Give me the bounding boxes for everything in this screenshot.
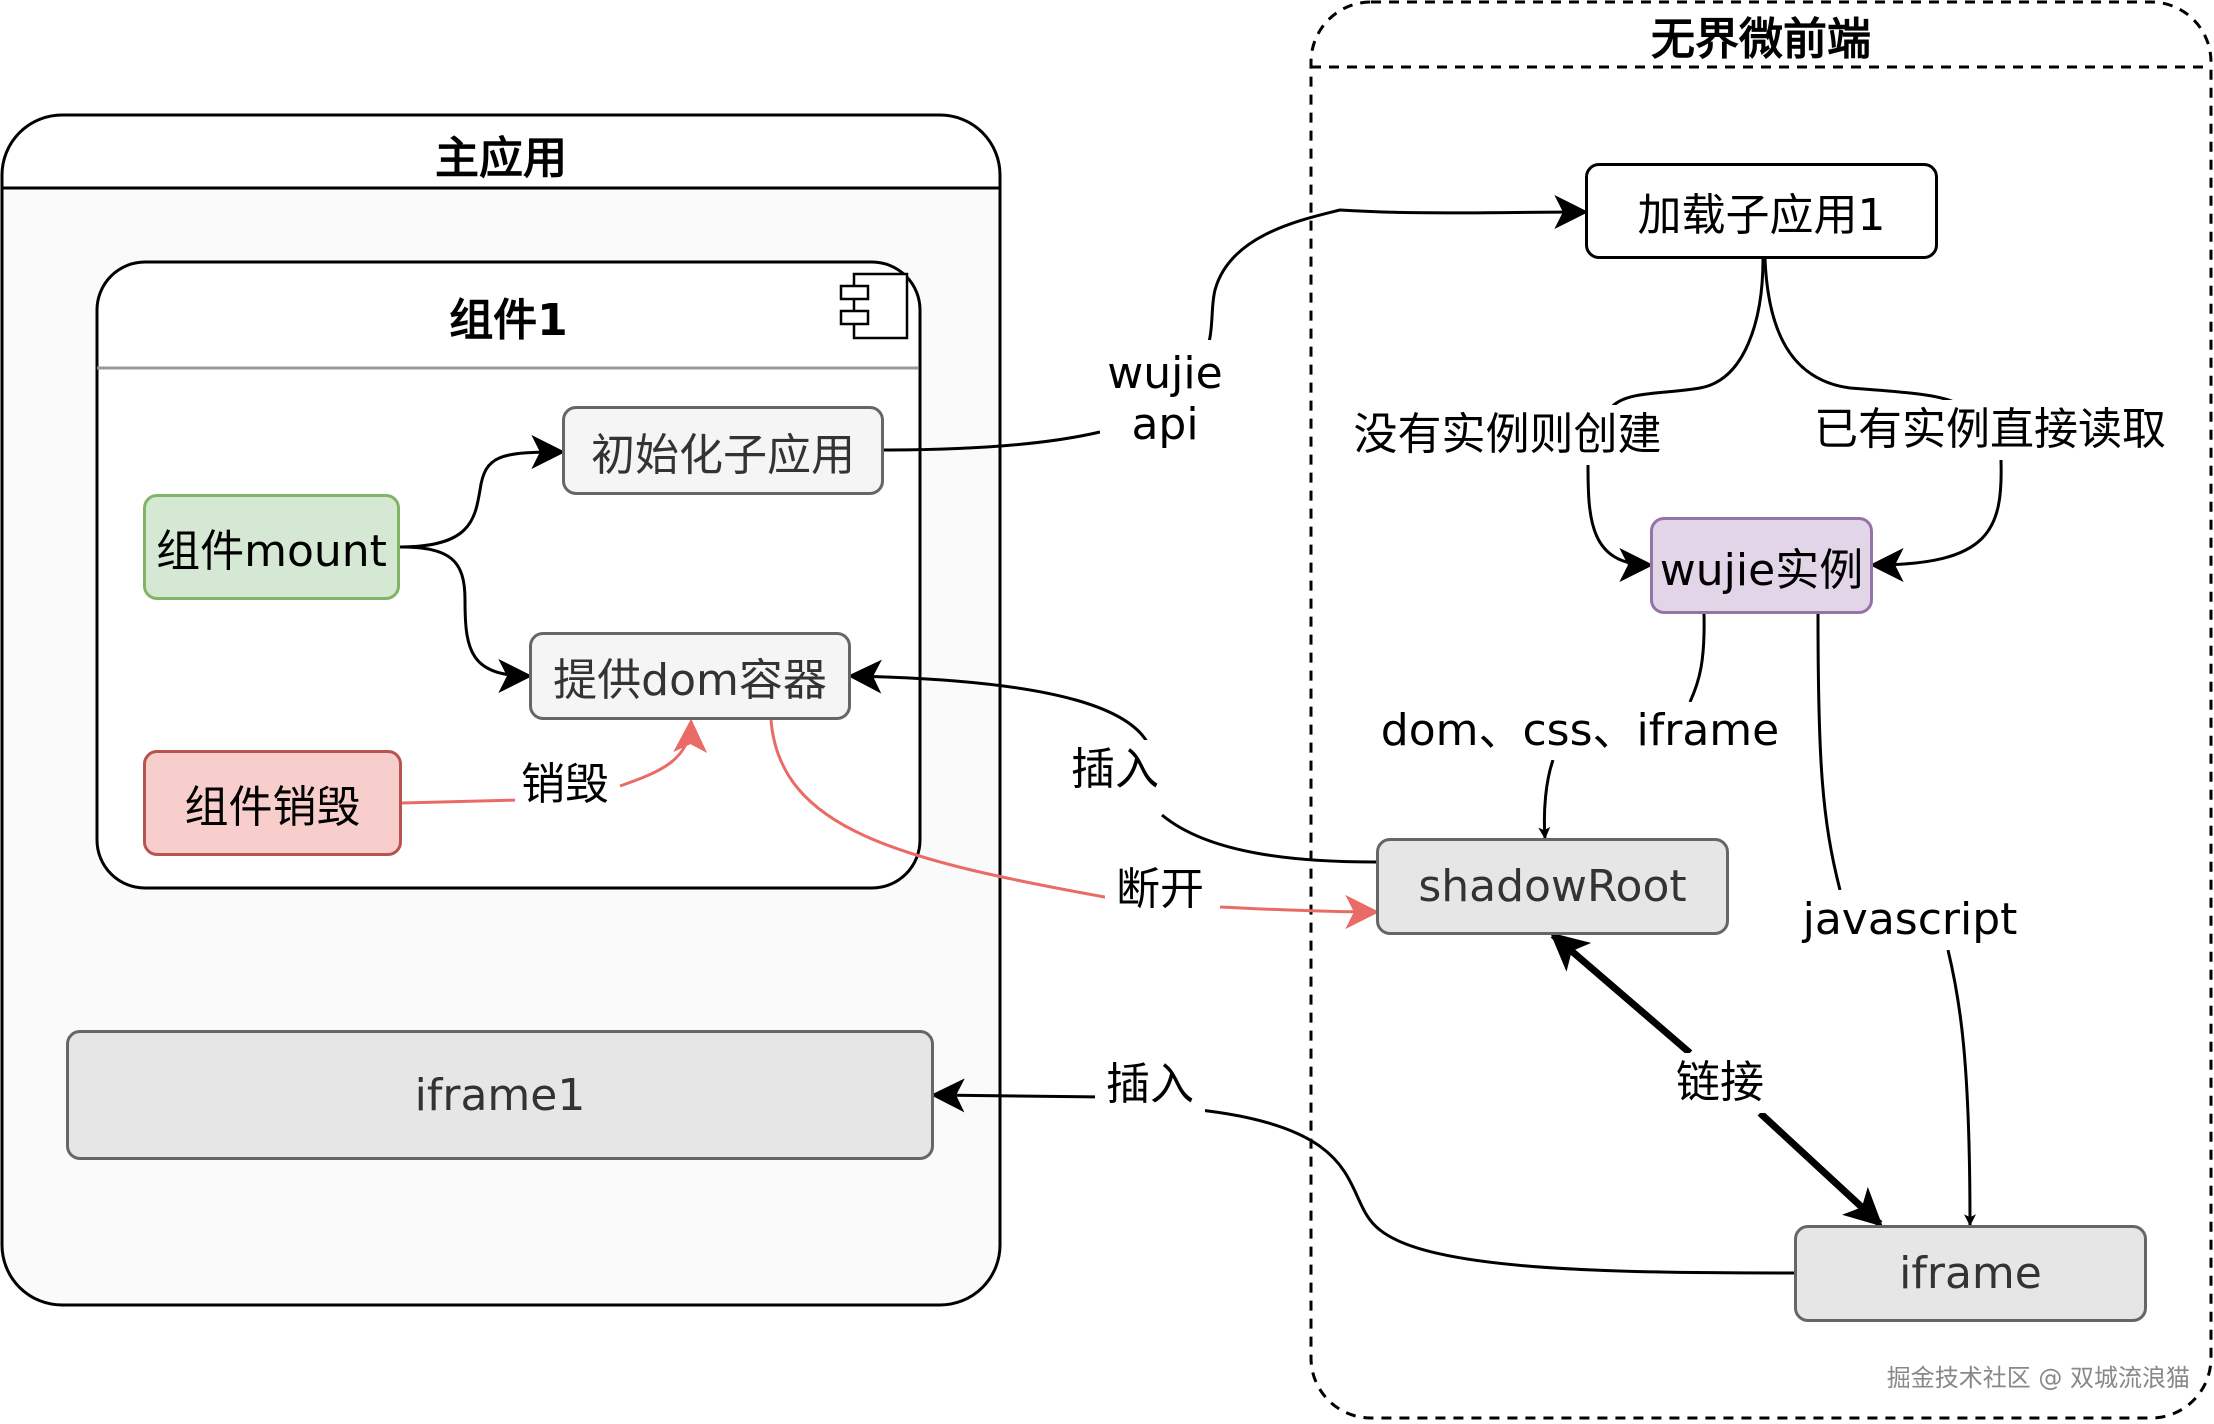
provide-dom-container-node[interactable]: 提供dom容器 xyxy=(529,632,851,720)
edge-dom-to-shadowroot-disconnect xyxy=(769,719,1376,912)
component-destroy-node[interactable]: 组件销毁 xyxy=(143,750,402,856)
edge-link-shadowroot-iframe xyxy=(1553,935,1880,1224)
edge-label-dom-css-iframe: dom、css、iframe xyxy=(1375,702,1785,760)
shadowroot-node[interactable]: shadowRoot xyxy=(1376,838,1729,935)
main-app-title: 主应用 xyxy=(435,133,567,184)
component-title: 组件1 xyxy=(449,295,568,346)
load-subapp-node[interactable]: 加载子应用1 xyxy=(1585,163,1938,259)
iframe-node[interactable]: iframe xyxy=(1794,1225,2147,1322)
edge-label-destroy: 销毁 xyxy=(515,755,615,815)
wujie-container xyxy=(1309,0,2213,1420)
init-subapp-node[interactable]: 初始化子应用 xyxy=(562,406,884,495)
edge-read-to-instance xyxy=(1869,459,2003,582)
uml-component-icon xyxy=(839,272,909,340)
edge-label-javascript: javascript xyxy=(1800,890,2020,950)
edge-label-disconnect: 断开 xyxy=(1105,860,1215,920)
edge-iframe-to-iframe1 xyxy=(934,1095,1795,1275)
edge-label-insert-dom: 插入 xyxy=(1060,740,1170,800)
edge-label-wujie-api-line2: api xyxy=(1131,399,1199,450)
edge-dom-label-to-shadowroot xyxy=(1538,759,1555,840)
edge-label-insert-iframe: 插入 xyxy=(1095,1055,1205,1115)
edge-label-link: 链接 xyxy=(1665,1053,1775,1113)
edge-js-label-to-iframe xyxy=(1946,949,1976,1227)
edge-init-to-wujie-api xyxy=(883,430,1101,452)
edge-instance-to-js-label xyxy=(1816,613,1842,891)
edge-load-to-read xyxy=(1763,258,1961,407)
watermark: 掘金技术社区 @ 双城流浪猫 xyxy=(1886,1363,2190,1392)
edge-load-to-create xyxy=(1606,258,1765,413)
edge-label-wujie-api: wujie api xyxy=(1100,340,1230,460)
wujie-instance-node[interactable]: wujie实例 xyxy=(1650,517,1873,614)
edge-wujie-api-to-load xyxy=(1202,195,1589,361)
edge-mount-to-dom xyxy=(399,545,533,693)
wujie-title: 无界微前端 xyxy=(1651,14,1871,65)
edge-shadowroot-to-dom xyxy=(851,676,1377,864)
edge-destroy-to-dom-arrow xyxy=(619,718,708,788)
edge-instance-to-dom-label xyxy=(1688,613,1706,703)
component-mount-node[interactable]: 组件mount xyxy=(143,494,400,600)
iframe1-node[interactable]: iframe1 xyxy=(66,1030,934,1160)
edge-label-read-if-exists: 已有实例直接读取 xyxy=(1790,400,2190,460)
edge-label-wujie-api-line1: wujie xyxy=(1107,348,1223,400)
edge-create-to-instance xyxy=(1586,464,1654,582)
edge-destroy-to-dom xyxy=(401,798,521,805)
edge-label-create-if-none: 没有实例则创建 xyxy=(1335,405,1680,465)
edge-mount-to-init xyxy=(399,435,566,549)
